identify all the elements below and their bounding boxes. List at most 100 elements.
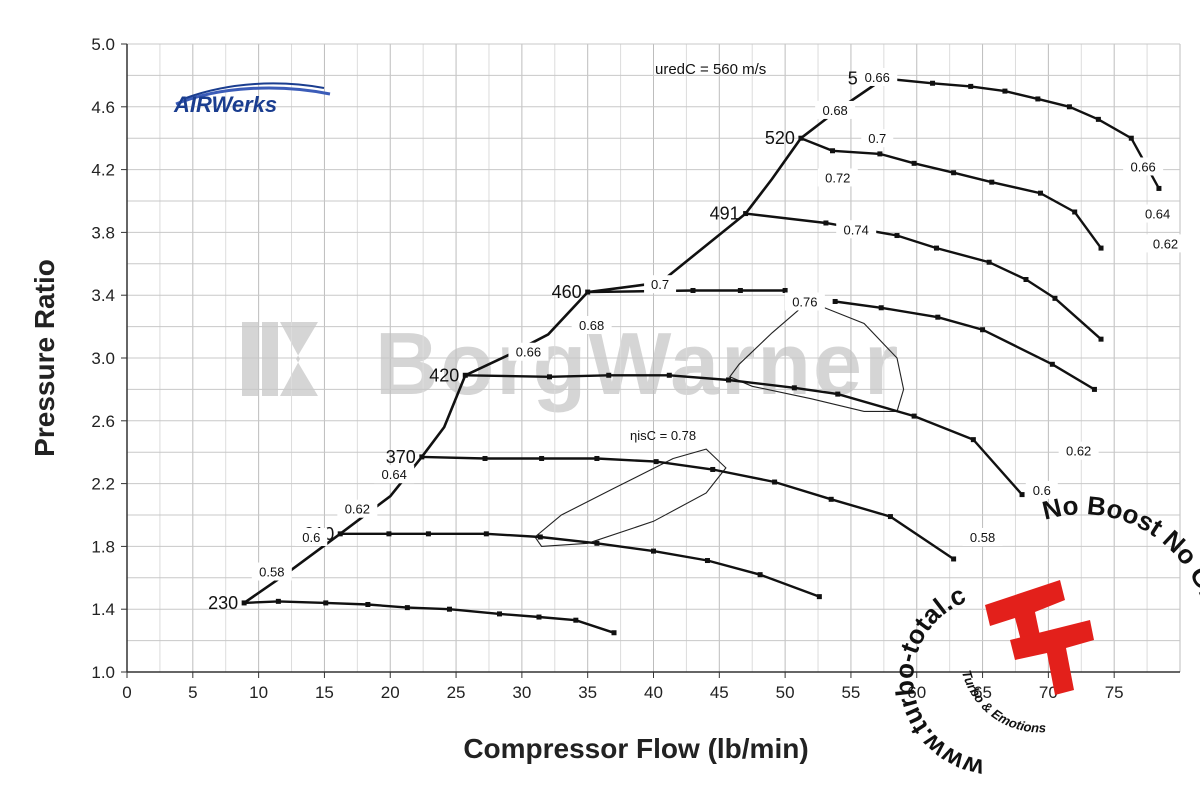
borgwarner-watermark-text: BorgWarner bbox=[375, 314, 900, 413]
efficiency-label-bg bbox=[962, 527, 1003, 546]
speed-line-point bbox=[496, 611, 502, 617]
efficiency-label-bg bbox=[857, 67, 898, 86]
speed-line-point bbox=[547, 374, 553, 380]
efficiency-label: 0.7 bbox=[651, 277, 669, 292]
x-tick-label: 70 bbox=[1039, 683, 1058, 702]
y-tick-label: 1.4 bbox=[91, 600, 115, 619]
efficiency-label-bg bbox=[1058, 441, 1099, 460]
speed-line-point bbox=[791, 385, 797, 391]
efficiency-label-bg bbox=[784, 292, 825, 311]
speed-line-460 bbox=[587, 289, 786, 294]
efficiency-label: 0.68 bbox=[579, 318, 604, 333]
speed-line-point bbox=[1066, 104, 1072, 110]
airwerks-logo-text: AIRWerks bbox=[173, 92, 277, 117]
x-tick-label: 35 bbox=[578, 683, 597, 702]
efficiency-label: 0.6 bbox=[1033, 483, 1051, 498]
x-tick-label: 60 bbox=[907, 683, 926, 702]
speed-line-point bbox=[1156, 185, 1162, 191]
speed-line-point bbox=[386, 531, 392, 537]
efficiency-label: 0.66 bbox=[865, 70, 890, 85]
efficiency-label: 0.62 bbox=[345, 502, 370, 517]
x-tick-label: 40 bbox=[644, 683, 663, 702]
y-tick-label: 2.6 bbox=[91, 412, 115, 431]
speed-line-point bbox=[606, 372, 612, 378]
speed-line-point bbox=[611, 630, 617, 636]
speed-line-label: 370 bbox=[386, 447, 416, 467]
speed-line-point bbox=[970, 437, 976, 443]
efficiency-label: 0.66 bbox=[516, 345, 541, 360]
y-tick-label: 3.0 bbox=[91, 349, 115, 368]
airwerks-logo: AIRWerks bbox=[173, 82, 331, 117]
speed-line-point bbox=[483, 531, 489, 537]
speed-line-point bbox=[1002, 88, 1008, 94]
speed-line-point bbox=[887, 514, 893, 520]
efficiency-label: 0.58 bbox=[970, 530, 995, 545]
efficiency-label-bg bbox=[1123, 157, 1164, 176]
efficiency-label: 0.58 bbox=[259, 565, 284, 580]
speed-line-460b bbox=[834, 300, 1096, 391]
efficiency-label-bg bbox=[337, 499, 378, 518]
efficiency-label-bg bbox=[817, 168, 858, 187]
stamp-slogan-text: No Boost No Glory bbox=[1039, 490, 1200, 638]
speed-line-point bbox=[594, 540, 600, 546]
speed-line-point bbox=[1019, 492, 1025, 498]
stamp-subtitle-text: Turbo & Emotions bbox=[959, 668, 1046, 735]
y-tick-label: 1.0 bbox=[91, 663, 115, 682]
x-tick-label: 30 bbox=[512, 683, 531, 702]
borgwarner-watermark-icon bbox=[242, 322, 318, 396]
efficiency-label-bg bbox=[836, 220, 877, 239]
efficiency-label: 0.6 bbox=[302, 530, 320, 545]
efficiency-label: 0.64 bbox=[382, 467, 407, 482]
y-tick-label: 4.2 bbox=[91, 161, 115, 180]
speed-line-310 bbox=[340, 532, 820, 598]
x-tick-label: 50 bbox=[776, 683, 795, 702]
speed-line-point bbox=[446, 606, 452, 612]
speed-line-420 bbox=[465, 374, 1023, 496]
efficiency-label: 0.76 bbox=[792, 294, 817, 309]
efficiency-label: 0.68 bbox=[822, 103, 847, 118]
efficiency-island-0-78 bbox=[534, 448, 727, 547]
speed-line-point bbox=[930, 80, 936, 86]
speed-line-point bbox=[666, 372, 672, 378]
speed-line-point bbox=[594, 455, 600, 461]
efficiency-label-bg bbox=[251, 562, 292, 581]
speed-line-point bbox=[835, 391, 841, 397]
x-tick-label: 65 bbox=[973, 683, 992, 702]
speed-line-point bbox=[823, 220, 829, 226]
speed-line-point bbox=[1098, 245, 1104, 251]
speed-line-point bbox=[832, 298, 838, 304]
speed-line-point bbox=[1091, 386, 1097, 392]
speed-line-point bbox=[782, 287, 788, 293]
borgwarner-watermark: BorgWarner bbox=[242, 314, 900, 413]
speed-line-point bbox=[710, 466, 716, 472]
efficiency-label: 0.64 bbox=[1145, 207, 1170, 222]
x-tick-label: 0 bbox=[122, 683, 131, 702]
speed-line-point bbox=[690, 287, 696, 293]
speed-line-point bbox=[757, 572, 763, 578]
speed-line-point bbox=[986, 259, 992, 265]
speed-line-point bbox=[1023, 277, 1029, 282]
speed-line-560 bbox=[883, 77, 1160, 189]
y-tick-label: 3.4 bbox=[91, 286, 115, 305]
speed-line-230 bbox=[244, 600, 615, 634]
speed-line-label: 420 bbox=[429, 365, 459, 385]
speed-line-point bbox=[911, 160, 917, 166]
y-axis-title: Pressure Ratio bbox=[29, 259, 60, 457]
speed-line-point bbox=[653, 459, 659, 465]
speed-line-label: 491 bbox=[710, 204, 740, 224]
stamp-tt-logo bbox=[985, 580, 1094, 695]
speed-line-point bbox=[1098, 336, 1104, 342]
efficiency-label: 0.62 bbox=[1153, 236, 1178, 251]
speed-line-point bbox=[1095, 116, 1101, 122]
x-tick-label: 20 bbox=[381, 683, 400, 702]
speed-line-point bbox=[1052, 295, 1058, 301]
speed-line-point bbox=[911, 413, 917, 419]
speed-line-point bbox=[651, 548, 656, 554]
speed-line-point bbox=[828, 496, 834, 502]
speed-line-label: 520 bbox=[765, 128, 795, 148]
speed-annotation: uredC = 560 m/s bbox=[655, 61, 766, 78]
efficiency-label-bg bbox=[644, 275, 677, 294]
speed-line-point bbox=[323, 600, 329, 606]
